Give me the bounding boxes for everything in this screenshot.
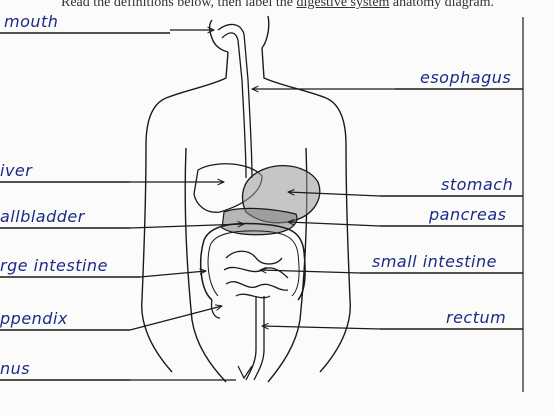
label-pancreas: pancreas [429, 205, 506, 224]
small-intestine-loop-2 [224, 267, 288, 278]
label-rectum: rectum [446, 308, 506, 327]
label-anus: nus [0, 359, 30, 378]
label-small-intestine: small intestine [372, 252, 497, 271]
esophagus-organ [218, 24, 252, 178]
large-intestine-arrow [140, 271, 206, 277]
label-large-intestine: rge intestine [0, 256, 108, 275]
face-profile [210, 20, 228, 52]
label-liver: iver [0, 161, 32, 180]
label-appendix: ppendix [0, 309, 68, 328]
appendix-arrow [130, 306, 222, 330]
small-intestine-loop-4 [236, 294, 270, 297]
large-intestine-inner [208, 231, 299, 296]
neck-left [166, 52, 228, 98]
small-intestine-arrow [260, 270, 360, 273]
neck-right [262, 48, 326, 98]
esophagus-left-wall [218, 24, 252, 178]
label-mouth: mouth [4, 12, 58, 31]
label-gallbladder: allbladder [0, 207, 85, 226]
right-arm-outer [320, 98, 350, 372]
back-of-head [262, 16, 269, 48]
label-esophagus: esophagus [420, 68, 511, 87]
esophagus-right-wall [222, 33, 246, 178]
left-torso-side [185, 148, 226, 382]
small-intestine-loop-1 [226, 251, 282, 264]
rectum-arrow [262, 326, 380, 329]
left-arm-outer [142, 98, 172, 372]
label-stomach: stomach [441, 175, 513, 194]
small-intestine-loop-3 [226, 282, 288, 291]
pancreas-arrow [288, 222, 380, 226]
small-intestine-organ [224, 251, 288, 298]
